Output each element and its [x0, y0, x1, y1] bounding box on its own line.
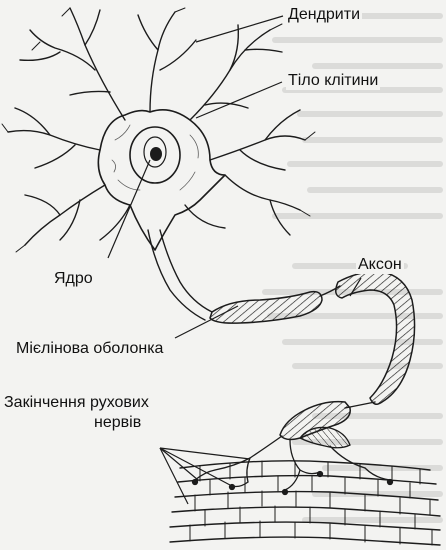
myelin-branch	[299, 426, 351, 449]
myelin-segment-1	[209, 290, 323, 324]
leader-endings-4	[159, 447, 231, 486]
label-myelin-sheath: Мієлінова оболонка	[14, 340, 166, 358]
motor-nerve-endings	[191, 435, 394, 496]
leader-endings-2	[159, 447, 199, 481]
leader-endings-1	[159, 447, 251, 460]
cell-body-texture	[111, 124, 199, 191]
leader-axon	[349, 277, 362, 297]
label-axon: Аксон	[356, 256, 404, 274]
label-motor-nerve-endings-2: нервів	[92, 414, 144, 432]
label-motor-nerve-endings-1: Закінчення рухових	[2, 394, 151, 412]
label-dendrites: Дендрити	[286, 6, 363, 24]
muscle-striations	[189, 460, 433, 546]
label-nucleus: Ядро	[52, 270, 95, 288]
nucleus	[129, 126, 181, 184]
myelin-segment-3	[279, 400, 351, 441]
leader-nucleus	[107, 159, 151, 259]
myelin-segment-2	[335, 270, 416, 405]
cell-body	[97, 109, 226, 251]
axon-hillock	[147, 229, 213, 321]
dendrites	[1, 7, 316, 253]
leader-endings-3	[159, 447, 189, 505]
leader-dendrites	[195, 15, 284, 43]
nucleolus-ring	[143, 136, 167, 168]
leader-lines	[107, 15, 362, 505]
leader-myelin	[174, 305, 239, 339]
leader-cell-body	[195, 81, 283, 119]
label-cell-body: Тіло клітини	[286, 72, 381, 90]
nucleolus	[150, 147, 162, 161]
